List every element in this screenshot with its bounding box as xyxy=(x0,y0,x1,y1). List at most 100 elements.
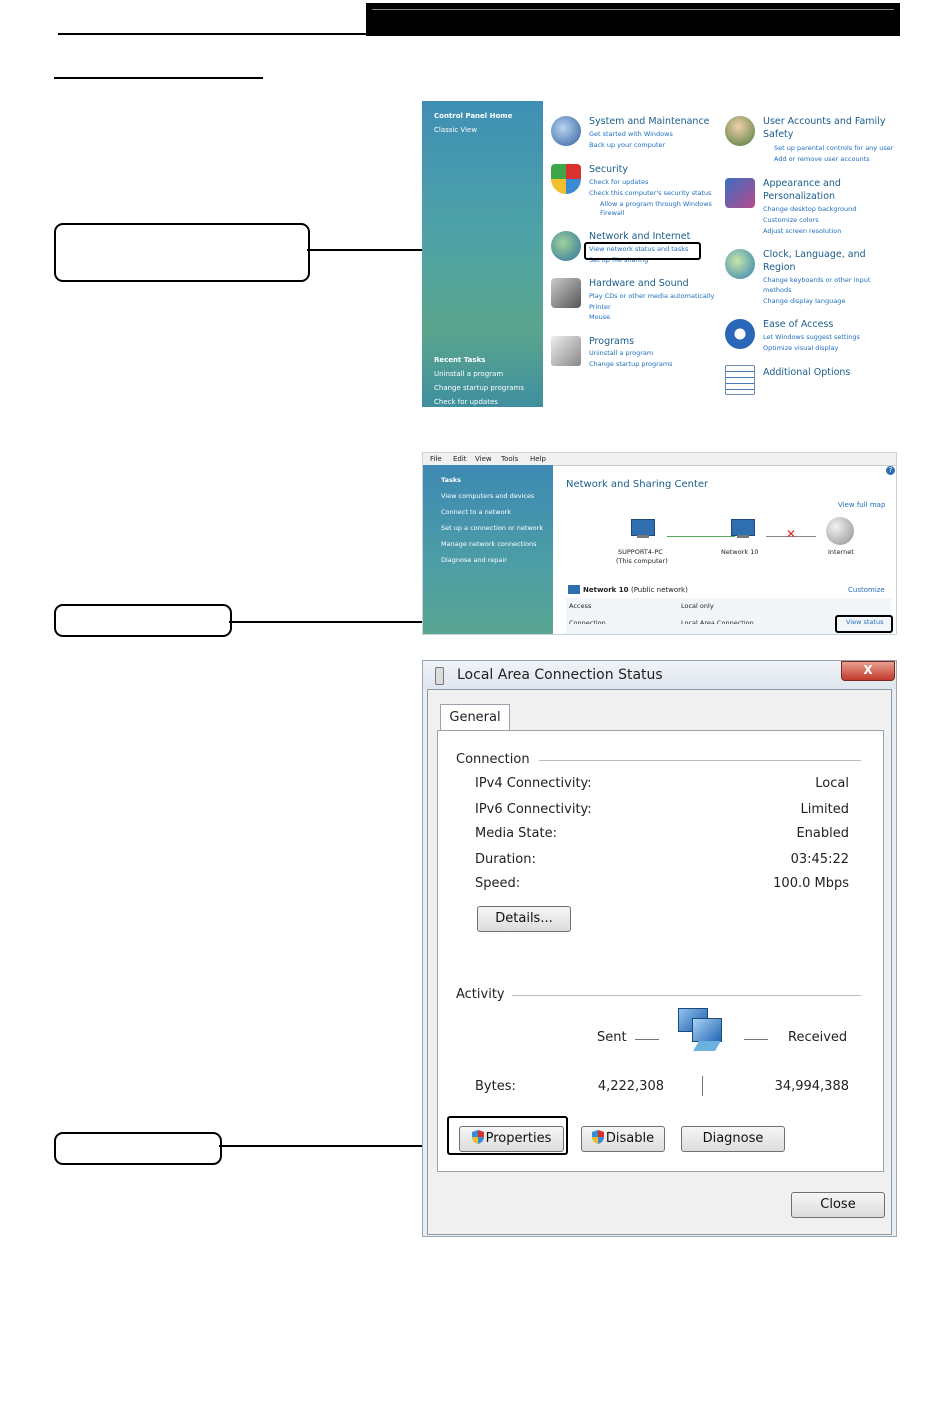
speed-value: 100.0 Mbps xyxy=(773,876,849,891)
category-link[interactable]: Back up your computer xyxy=(589,141,666,149)
callout-box-2 xyxy=(54,604,232,637)
category-title[interactable]: User Accounts and Family xyxy=(763,116,886,127)
task-link[interactable]: Set up a connection or network xyxy=(441,524,544,532)
menu-edit[interactable]: Edit xyxy=(453,455,467,463)
sent-label: Sent xyxy=(597,1030,627,1045)
received-line xyxy=(744,1039,768,1040)
category-link[interactable]: Check this computer's security status xyxy=(589,189,712,197)
category-title[interactable]: Safety xyxy=(763,129,794,140)
ipv6-value: Limited xyxy=(800,802,849,817)
duration-label: Duration: xyxy=(475,852,536,867)
network-name: Network xyxy=(583,586,617,594)
category-link[interactable]: Customize colors xyxy=(763,216,819,224)
tasks-heading: Tasks xyxy=(441,476,462,484)
properties-button[interactable]: Properties xyxy=(459,1126,564,1152)
sent-line xyxy=(635,1039,659,1040)
network-sharing-center-window: File Edit View Tools Help Tasks View com… xyxy=(422,452,897,635)
category-link[interactable]: Printer xyxy=(589,303,611,311)
category-title[interactable]: Clock, Language, and xyxy=(763,249,866,260)
category-link[interactable]: Change display language xyxy=(763,297,846,305)
clock-globe-icon xyxy=(725,249,755,279)
network-name-number: 10 xyxy=(618,586,629,594)
category-title[interactable]: Network and Internet xyxy=(589,231,691,242)
category-link[interactable]: Add or remove user accounts xyxy=(774,155,870,163)
category-link[interactable]: Change desktop background xyxy=(763,205,857,213)
sidebar-classic-view-link[interactable]: Classic View xyxy=(434,126,478,134)
view-status-link[interactable]: View status xyxy=(846,618,884,626)
callout-box-1 xyxy=(54,223,310,282)
menu-tools[interactable]: Tools xyxy=(501,455,519,463)
category-title[interactable]: Region xyxy=(763,262,796,273)
media-state-value: Enabled xyxy=(796,826,849,841)
category-title[interactable]: Security xyxy=(589,164,629,175)
network-name-label: Network 10 (Public network) xyxy=(583,586,688,594)
category-title[interactable]: Programs xyxy=(589,336,635,347)
section-underline xyxy=(54,77,263,79)
category-link[interactable]: Let Windows suggest settings xyxy=(763,333,860,341)
dialog-titlebar: Local Area Connection Status xyxy=(423,661,896,689)
recent-task-link[interactable]: Change startup programs xyxy=(434,384,524,392)
media-state-label: Media State: xyxy=(475,826,557,841)
task-link[interactable]: View computers and devices xyxy=(441,492,535,500)
ipv6-label: IPv6 Connectivity: xyxy=(475,802,592,817)
category-link[interactable]: Play CDs or other media automatically xyxy=(589,292,715,300)
bytes-received-value: 34,994,388 xyxy=(774,1079,849,1094)
category-link[interactable]: Firewall xyxy=(600,209,625,217)
category-title[interactable]: Additional Options xyxy=(763,367,851,378)
menu-file[interactable]: File xyxy=(430,455,442,463)
bytes-divider xyxy=(702,1076,703,1096)
category-link[interactable]: Check for updates xyxy=(589,178,649,186)
menu-view[interactable]: View xyxy=(475,455,492,463)
view-network-status-link[interactable]: View network status and tasks xyxy=(589,245,689,253)
diagnose-button[interactable]: Diagnose xyxy=(681,1126,785,1152)
category-title[interactable]: Appearance and xyxy=(763,178,841,189)
uac-shield-icon xyxy=(591,1130,604,1144)
access-label: Access xyxy=(569,602,592,610)
no-connection-x-icon: ✕ xyxy=(786,527,797,541)
category-link[interactable]: Mouse xyxy=(589,313,611,321)
category-title[interactable]: Ease of Access xyxy=(763,319,834,330)
category-link[interactable]: methods xyxy=(763,286,792,294)
customize-link[interactable]: Customize xyxy=(848,586,885,594)
help-icon[interactable]: ? xyxy=(886,466,895,475)
disable-button[interactable]: Disable xyxy=(581,1126,665,1152)
connection-line xyxy=(766,536,816,537)
menu-help[interactable]: Help xyxy=(530,455,546,463)
uac-shield-icon xyxy=(471,1130,484,1144)
recent-task-link[interactable]: Check for updates xyxy=(434,398,498,406)
category-title[interactable]: System and Maintenance xyxy=(589,116,710,127)
network-icon xyxy=(729,519,755,539)
tab-general[interactable]: General xyxy=(440,704,510,732)
users-icon xyxy=(725,116,755,146)
sidebar-home-link[interactable]: Control Panel Home xyxy=(434,112,513,120)
view-full-map-link[interactable]: View full map xyxy=(838,501,886,509)
category-link[interactable]: Adjust screen resolution xyxy=(763,227,842,235)
category-link[interactable]: Set up file sharing xyxy=(589,256,649,264)
security-shield-icon xyxy=(551,164,581,194)
task-link[interactable]: Diagnose and repair xyxy=(441,556,507,564)
close-button[interactable]: Close xyxy=(791,1192,885,1218)
category-link[interactable]: Optimize visual display xyxy=(763,344,839,352)
category-link[interactable]: Change startup programs xyxy=(589,360,673,368)
hardware-icon xyxy=(551,278,581,308)
category-title[interactable]: Personalization xyxy=(763,191,836,202)
recent-task-link[interactable]: Uninstall a program xyxy=(434,370,504,378)
ipv4-label: IPv4 Connectivity: xyxy=(475,776,592,791)
header-rule xyxy=(58,33,366,35)
task-link[interactable]: Manage network connections xyxy=(441,540,537,548)
ease-access-icon xyxy=(725,319,755,349)
duration-value: 03:45:22 xyxy=(790,852,849,867)
category-link[interactable]: Get started with Windows xyxy=(589,130,673,138)
close-icon[interactable]: X xyxy=(841,661,895,681)
recent-tasks-heading: Recent Tasks xyxy=(434,356,486,364)
control-panel-sidebar: Control Panel Home Classic View Recent T… xyxy=(422,101,543,407)
category-link[interactable]: Uninstall a program xyxy=(589,349,654,357)
category-link[interactable]: Set up parental controls for any user xyxy=(774,144,894,152)
task-link[interactable]: Connect to a network xyxy=(441,508,511,516)
bytes-sent-value: 4,222,308 xyxy=(597,1079,664,1094)
highlight-view-network-status xyxy=(584,242,701,260)
details-button[interactable]: Details... xyxy=(477,906,571,932)
category-link[interactable]: Allow a program through Windows xyxy=(600,200,712,208)
category-link[interactable]: Change keyboards or other input xyxy=(763,276,871,284)
category-title[interactable]: Hardware and Sound xyxy=(589,278,689,289)
